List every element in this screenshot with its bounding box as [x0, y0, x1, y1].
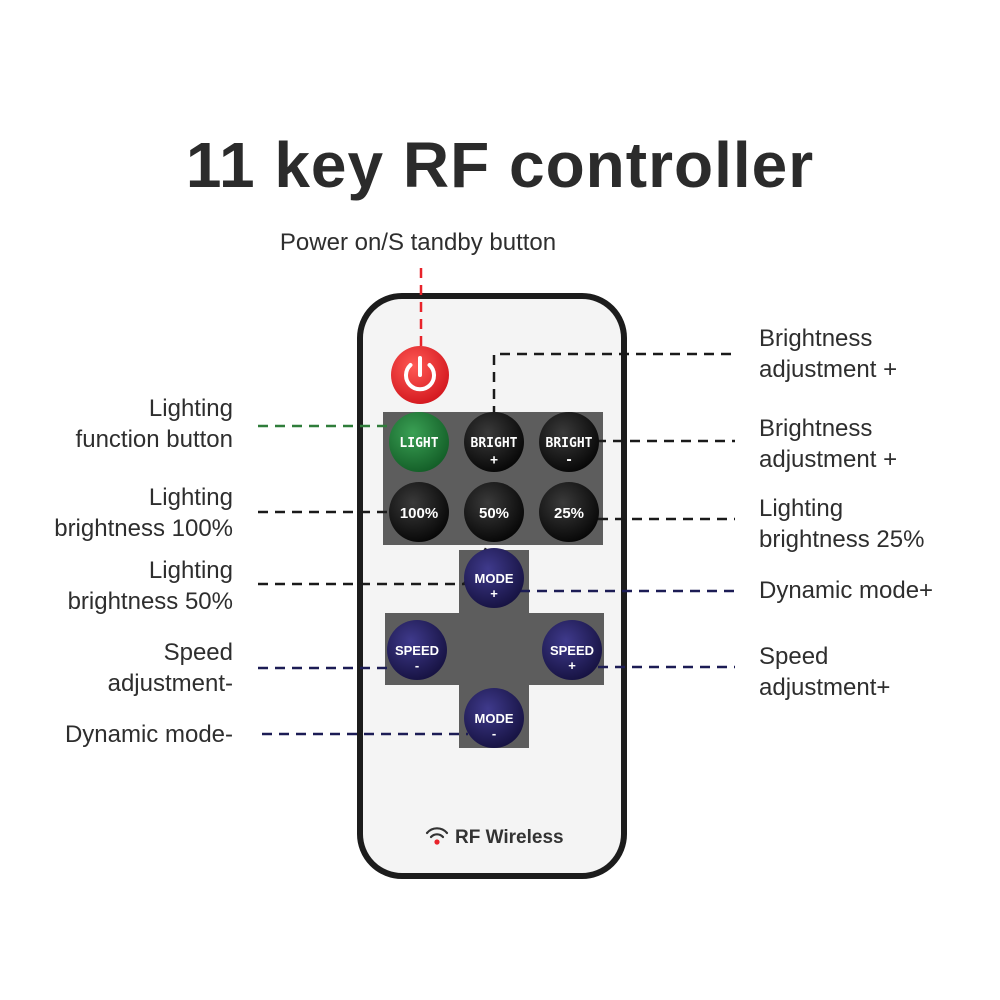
label-dynamic-plus: Dynamic mode+: [759, 577, 933, 604]
mode-plus-key-sign: +: [490, 586, 498, 601]
speed-minus-key-label: SPEED: [395, 643, 439, 658]
light-key[interactable]: LIGHT: [389, 412, 449, 472]
label-bright-plus-1-l2: adjustment +: [759, 356, 897, 383]
light-key-label: LIGHT: [399, 436, 438, 451]
label-speed-minus-l1: Speed: [164, 639, 233, 666]
label-brightness-100-l1: Lighting: [149, 484, 233, 511]
label-power: Power on/S tandby button: [280, 229, 556, 256]
label-brightness-25-l2: brightness 25%: [759, 526, 924, 553]
pct50-leader: [258, 544, 490, 586]
label-speed-plus-l2: adjustment+: [759, 674, 890, 701]
brand-label: RF Wireless: [455, 827, 564, 848]
speed-minus-key-sign: -: [415, 658, 419, 673]
bright-plus-key[interactable]: BRIGHT +: [464, 412, 524, 472]
mode-minus-key-label: MODE: [475, 711, 514, 726]
label-brightness-50-l1: Lighting: [149, 557, 233, 584]
label-bright-plus-2-l2: adjustment +: [759, 446, 897, 473]
mode-minus-key[interactable]: MODE -: [464, 688, 524, 748]
bright-plus-key-label: BRIGHT: [471, 436, 518, 451]
bright-minus-key[interactable]: BRIGHT -: [539, 412, 599, 472]
speed-minus-key[interactable]: SPEED -: [387, 620, 447, 680]
label-lighting-function-l1: Lighting: [149, 395, 233, 422]
label-bright-plus-1-l1: Brightness: [759, 325, 872, 352]
pct-50-key-label: 50%: [479, 505, 509, 522]
leader-lines: [258, 268, 735, 736]
wifi-icon: [425, 827, 449, 845]
bright-plus-leader-1: [492, 352, 735, 416]
pct-25-key[interactable]: 25%: [539, 482, 599, 542]
label-lighting-function-l2: function button: [76, 426, 233, 453]
pct-25-key-label: 25%: [554, 505, 584, 522]
speed-plus-key[interactable]: SPEED +: [542, 620, 602, 680]
label-brightness-100-l2: brightness 100%: [54, 515, 233, 542]
brand-mark: RF Wireless: [425, 827, 564, 848]
label-speed-plus-l1: Speed: [759, 643, 828, 670]
pct-50-key[interactable]: 50%: [464, 482, 524, 542]
mode-plus-key-label: MODE: [475, 571, 514, 586]
speed-plus-key-sign: +: [568, 658, 576, 673]
label-bright-plus-2-l1: Brightness: [759, 415, 872, 442]
label-dynamic-minus: Dynamic mode-: [65, 721, 233, 748]
label-speed-minus-l2: adjustment-: [108, 670, 233, 697]
bright-minus-key-label: BRIGHT: [546, 436, 593, 451]
power-button[interactable]: [391, 346, 449, 404]
label-brightness-50-l2: brightness 50%: [68, 588, 233, 615]
mode-plus-key[interactable]: MODE +: [464, 548, 524, 608]
pct-100-key-label: 100%: [400, 505, 438, 522]
bright-minus-key-sign: -: [565, 453, 573, 468]
label-brightness-25-l1: Lighting: [759, 495, 843, 522]
speed-plus-key-label: SPEED: [550, 643, 594, 658]
diagram-title: 11 key RF controller: [185, 129, 815, 201]
mode-minus-key-sign: -: [492, 726, 496, 741]
bright-plus-key-sign: +: [490, 453, 498, 468]
power-icon: [404, 356, 436, 392]
pct-100-key[interactable]: 100%: [389, 482, 449, 542]
